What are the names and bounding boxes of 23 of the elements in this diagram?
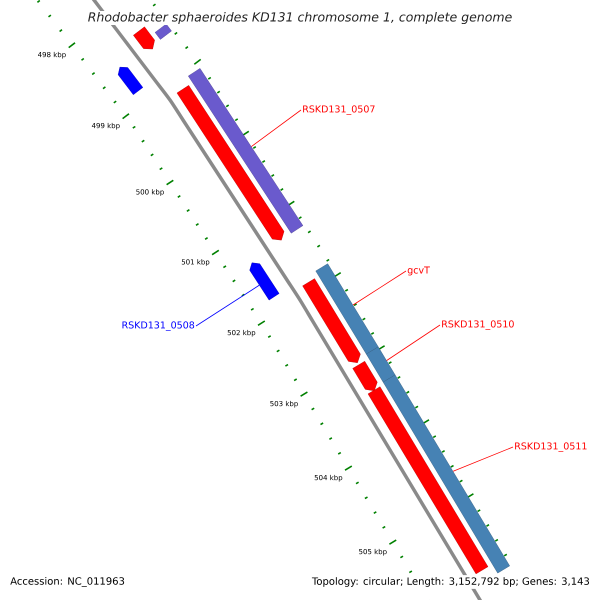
gene-label: RSKD131_0510 [442,320,514,330]
gene-block [176,85,284,240]
gene-bar [154,24,172,40]
gene-block [249,262,280,300]
gene-block [352,361,378,392]
gene-label: RSKD131_0511 [515,442,587,452]
title: Rhodobacter sphaeroides KD131 chromosome 1, complete genome [86,10,514,26]
gene-label: RSKD131_0507 [303,105,375,115]
gene-bar [188,68,304,234]
gene-bar [366,346,396,382]
gene-block [302,278,361,363]
leader-line [196,284,260,326]
leader-line [352,270,406,306]
gene-label: RSKD131_0508 [122,321,194,331]
genome-info: Topology: circular; Length: 3,152,792 bp; Genes: 3,143 [310,575,592,589]
gene-label: gcvT [408,266,430,276]
gene-block [133,26,155,50]
gene-block [118,66,144,95]
gene-bar [316,264,378,354]
leader-line [251,110,302,147]
leader-line [452,446,514,472]
leader-line [386,324,440,361]
accession-text: Accession: NC_011963 [8,575,127,589]
